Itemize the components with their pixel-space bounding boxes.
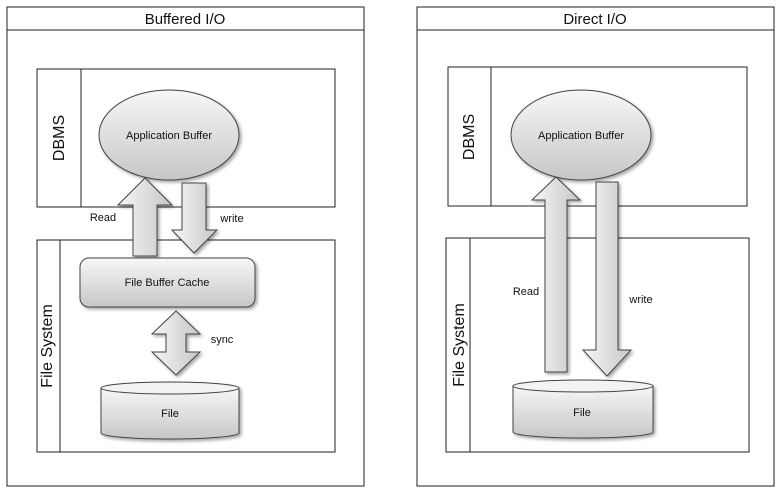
file-label: File — [161, 408, 179, 420]
application-buffer-label: Application Buffer — [126, 130, 212, 142]
read-label: Read — [90, 212, 116, 224]
read-arrow — [116, 177, 174, 257]
application-buffer-label: Application Buffer — [538, 130, 624, 142]
file-buffer-cache-label: File Buffer Cache — [125, 277, 210, 289]
file-cylinder — [100, 381, 240, 440]
panel-title: Direct I/O — [563, 11, 626, 28]
read-label: Read — [513, 286, 539, 298]
file-buffer-cache — [79, 257, 256, 308]
write-arrow — [581, 181, 633, 377]
panel-title: Buffered I/O — [145, 11, 226, 28]
dbms-label: DBMS — [461, 114, 478, 160]
dbms-label: DBMS — [51, 115, 68, 161]
sync-label: sync — [211, 334, 234, 346]
write-label: write — [219, 213, 243, 225]
file-system-label: File System — [39, 304, 56, 388]
sync-arrow — [150, 310, 202, 376]
buffered-io-panel: Buffered I/O DBMS File System Applicatio… — [6, 6, 365, 487]
direct-io-panel: Direct I/O DBMS File System Application … — [416, 6, 775, 487]
application-buffer — [510, 89, 652, 181]
write-label: write — [628, 294, 652, 306]
write-arrow — [170, 182, 219, 254]
file-system-label: File System — [451, 303, 468, 387]
application-buffer — [98, 89, 240, 181]
file-cylinder — [512, 379, 654, 439]
read-arrow — [530, 176, 582, 373]
file-label: File — [573, 407, 591, 419]
